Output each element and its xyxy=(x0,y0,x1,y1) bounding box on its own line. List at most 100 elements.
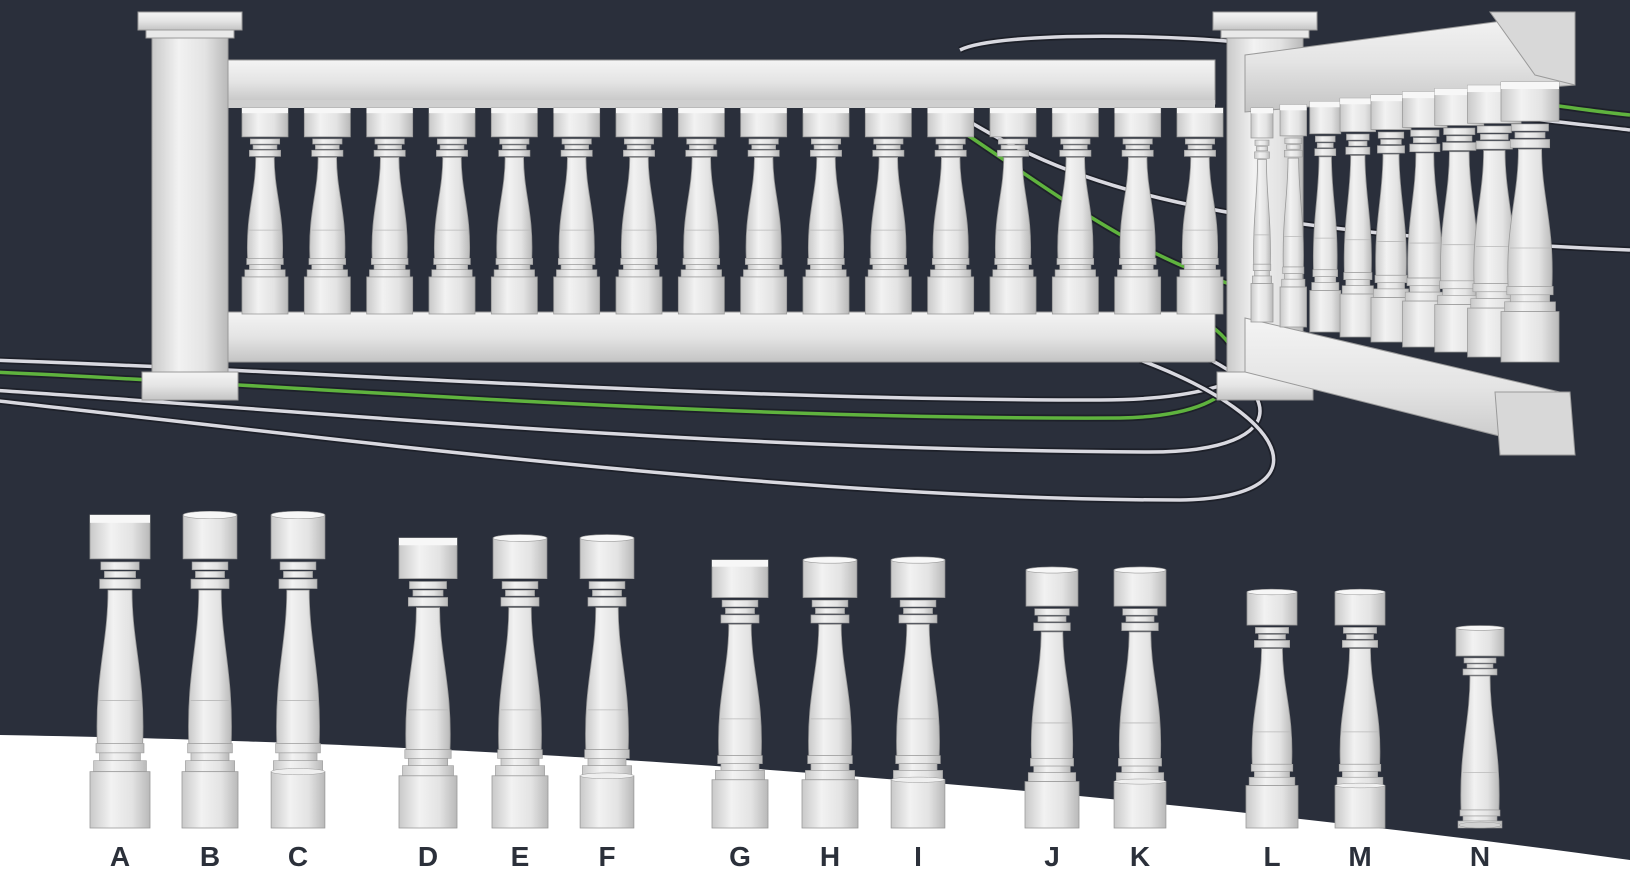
side-baluster-9-cap-top xyxy=(1501,82,1559,89)
baluster-l-ring-6 xyxy=(1248,776,1296,786)
railing-baluster-3-cap-top xyxy=(366,108,413,114)
railing-baluster-12-base xyxy=(927,276,975,315)
baluster-k: K xyxy=(1113,566,1167,872)
railing-baluster-15-ring-6 xyxy=(1117,269,1159,278)
railing-baluster-10-ring-5 xyxy=(810,264,842,271)
right-post-cap xyxy=(1212,11,1318,31)
railing-baluster-11-ring-3 xyxy=(872,149,905,157)
side-baluster-7-body xyxy=(1440,151,1479,282)
railing-baluster-8-base xyxy=(677,276,725,315)
side-baluster xyxy=(1500,81,1560,363)
railing-baluster-9-body xyxy=(745,157,782,259)
baluster-d-body xyxy=(405,607,451,751)
railing-baluster-6-ring-2 xyxy=(564,144,589,150)
baluster-f-ring-5 xyxy=(587,758,627,766)
side-baluster-5-ring-1 xyxy=(1377,131,1405,139)
railing-baluster xyxy=(241,107,289,315)
railing-baluster-12-ring-1 xyxy=(935,138,966,145)
front-railing xyxy=(137,11,1318,401)
railing-baluster-4-body xyxy=(433,157,471,259)
baluster-j-ring-1 xyxy=(1034,608,1070,616)
railing-baluster-11-ring-5 xyxy=(872,264,905,271)
side-baluster-5-ring-3 xyxy=(1377,145,1405,154)
side-baluster-5-ring-4 xyxy=(1374,275,1408,284)
baluster-e-ring-3 xyxy=(500,597,540,607)
railing-baluster-12-ring-5 xyxy=(934,264,967,271)
side-baluster-1-ring-5 xyxy=(1254,270,1270,277)
side-baluster xyxy=(1279,104,1307,328)
railing-baluster xyxy=(553,107,601,315)
railing-baluster-13-cap-top xyxy=(990,108,1036,114)
baluster-g-body xyxy=(718,623,762,757)
railing-baluster-1-ring-5 xyxy=(249,264,281,271)
railing-baluster-13-base xyxy=(989,276,1037,315)
baluster-b-ring-5 xyxy=(190,752,230,762)
baluster-i-ring-5 xyxy=(898,763,938,771)
side-baluster-2-cap-top xyxy=(1280,104,1307,111)
baluster-j-ring-3 xyxy=(1033,622,1071,631)
baluster-l-ring-3 xyxy=(1254,640,1290,648)
baluster-label-d: D xyxy=(418,841,438,872)
railing-baluster-5-cap-top xyxy=(491,108,538,114)
railing-baluster xyxy=(740,107,788,315)
baluster-h-ring-5 xyxy=(810,763,850,771)
railing-baluster-6-ring-4 xyxy=(557,258,596,265)
side-baluster-8-cap-top xyxy=(1467,85,1522,93)
baluster-d-ring-5 xyxy=(407,758,449,766)
side-baluster-9-ring-4 xyxy=(1506,286,1554,296)
baluster-m-ring-2 xyxy=(1346,634,1374,640)
baluster-d-cap-top xyxy=(399,538,457,546)
baluster-n-cap-top xyxy=(1455,625,1505,631)
railing-baluster xyxy=(1051,107,1099,315)
baluster-a: A xyxy=(89,514,151,872)
baluster-c: C xyxy=(270,510,326,872)
railing-baluster-4-ring-6 xyxy=(431,269,473,278)
railing-baluster-13-ring-1 xyxy=(997,138,1029,145)
railing-baluster-14-ring-1 xyxy=(1060,138,1091,145)
baluster-i-ring-1 xyxy=(899,599,937,608)
railing-baluster-2-ring-3 xyxy=(311,149,344,157)
side-baluster-5-body xyxy=(1375,153,1407,276)
baluster-c-ring-2 xyxy=(283,571,313,578)
baluster-b-ring-6 xyxy=(185,760,235,772)
railing-baluster-5-ring-1 xyxy=(499,138,530,145)
baluster-n-body xyxy=(1460,675,1500,811)
baluster-c-base xyxy=(270,771,326,829)
baluster-l-cap xyxy=(1246,591,1298,626)
side-baluster-1-ring-2 xyxy=(1255,146,1269,152)
baluster-m-base-top xyxy=(1334,782,1386,789)
side-baluster-8-ring-3 xyxy=(1475,140,1513,150)
baluster-c-cap xyxy=(270,514,326,560)
bottom-rail xyxy=(224,311,1216,363)
baluster-c-body xyxy=(276,589,320,744)
side-baluster-9-ring-2 xyxy=(1514,132,1546,139)
railing-baluster-14-ring-6 xyxy=(1054,269,1096,278)
baluster-a-ring-3 xyxy=(99,578,141,589)
baluster-m-base xyxy=(1334,785,1386,829)
side-baluster-6-ring-1 xyxy=(1410,129,1440,137)
railing-baluster-6-ring-5 xyxy=(560,264,593,271)
side-baluster-5-ring-5 xyxy=(1377,282,1405,290)
baluster-a-base xyxy=(89,771,151,829)
baluster-j-base xyxy=(1024,781,1080,829)
baluster-g-ring-1 xyxy=(721,599,759,608)
side-baluster-1-cap-top xyxy=(1251,108,1273,114)
baluster-e-cap xyxy=(492,537,548,579)
baluster-b-body xyxy=(188,589,232,744)
railing-baluster-3-ring-1 xyxy=(374,138,405,145)
railing-baluster xyxy=(303,107,351,315)
baluster-i: I xyxy=(890,556,946,872)
railing-baluster-12-cap-top xyxy=(927,108,974,114)
baluster-j-ring-5 xyxy=(1033,765,1071,773)
railing-baluster-12-ring-6 xyxy=(930,269,972,278)
railing-baluster-15-body xyxy=(1119,157,1156,259)
railing-baluster-3-base xyxy=(366,276,414,315)
railing-baluster xyxy=(1176,107,1224,315)
railing-baluster-12-ring-3 xyxy=(934,149,967,157)
baluster-c-ring-5 xyxy=(278,752,318,762)
baluster-k-base-top xyxy=(1113,778,1167,785)
railing-baluster-11-ring-2 xyxy=(876,144,901,150)
railing-baluster-9-ring-4 xyxy=(744,258,783,265)
side-baluster-1-base xyxy=(1250,283,1274,323)
